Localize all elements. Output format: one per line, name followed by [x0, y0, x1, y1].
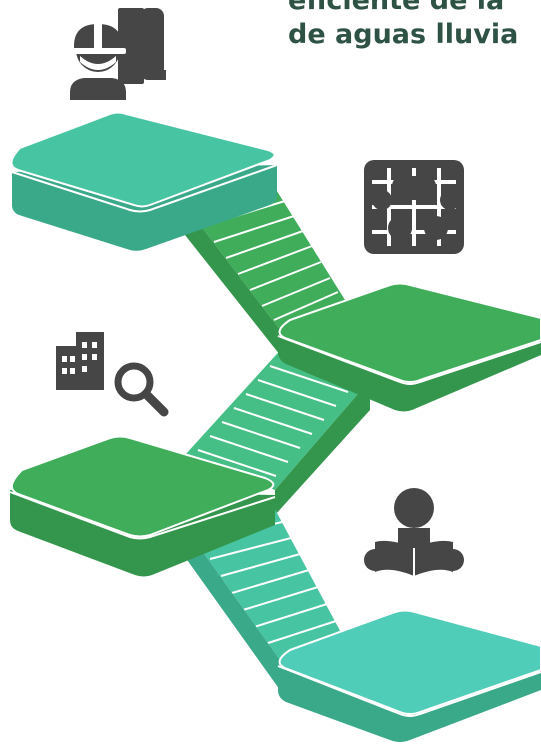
network-grid-icon	[364, 160, 464, 254]
person-reading-icon	[364, 488, 464, 576]
platform-4	[277, 609, 541, 742]
page-title: eficiente de la de aguas lluvia	[288, 0, 541, 52]
building-search-icon	[56, 332, 169, 417]
stair-flight-2	[185, 345, 370, 515]
platform-1	[10, 111, 278, 251]
platform-3	[9, 435, 276, 577]
platform-2	[277, 282, 541, 412]
construction-worker-icon	[70, 8, 166, 100]
title-line-1: eficiente de la	[288, 0, 505, 16]
title-line-2: de aguas lluvia	[288, 19, 519, 50]
